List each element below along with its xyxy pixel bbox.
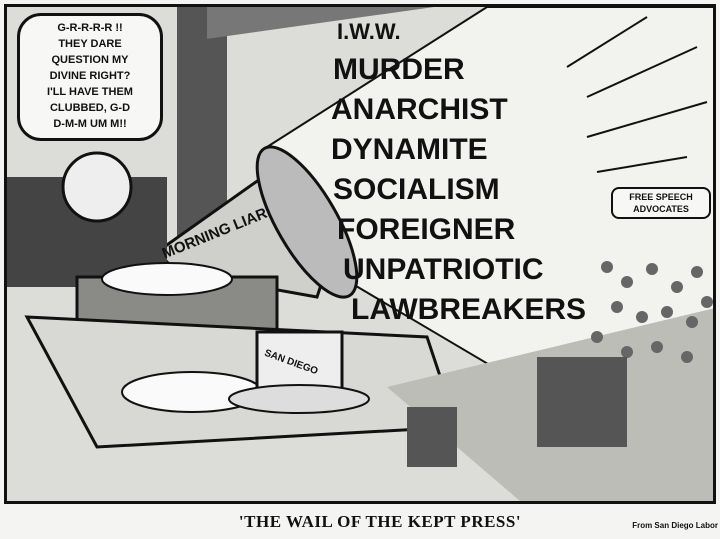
crowd — [407, 261, 713, 467]
speech-line: CLUBBED, G-D — [49, 102, 131, 114]
epithet: I.W.W. — [337, 19, 401, 44]
speech-line: QUESTION MY — [51, 54, 129, 66]
cartoon-drawing — [7, 7, 713, 501]
cartoon-caption: 'THE WAIL OF THE KEPT PRESS' — [238, 512, 522, 531]
epithet: DYNAMITE — [331, 133, 488, 166]
epithet: FOREIGNER — [337, 213, 516, 246]
speech-line: THEY DARE — [58, 38, 122, 50]
epithet: UNPATRIOTIC — [343, 253, 544, 286]
record — [101, 262, 233, 296]
crowd-label: FREE SPEECH ADVOCATES — [611, 187, 711, 219]
epithet: MURDER — [333, 53, 465, 86]
epithet: ANARCHIST — [331, 93, 508, 126]
speech-bubble: G-R-R-R-R !! THEY DARE QUESTION MY DIVIN… — [17, 13, 163, 141]
speed-lines — [566, 16, 708, 173]
cartoon-panel: G-R-R-R-R !! THEY DARE QUESTION MY DIVIN… — [4, 4, 716, 504]
speech-line: I'LL HAVE THEM — [47, 86, 133, 98]
epithet: SOCIALISM — [333, 173, 500, 206]
man-head — [61, 151, 133, 223]
speech-line: G-R-R-R-R !! — [57, 22, 123, 34]
epithet: LAWBREAKERS — [351, 293, 587, 326]
speech-line: D-M-M UM M!! — [53, 118, 127, 130]
speech-line: DIVINE RIGHT? — [49, 70, 131, 82]
source-credit: From San Diego Labor — [632, 521, 718, 530]
